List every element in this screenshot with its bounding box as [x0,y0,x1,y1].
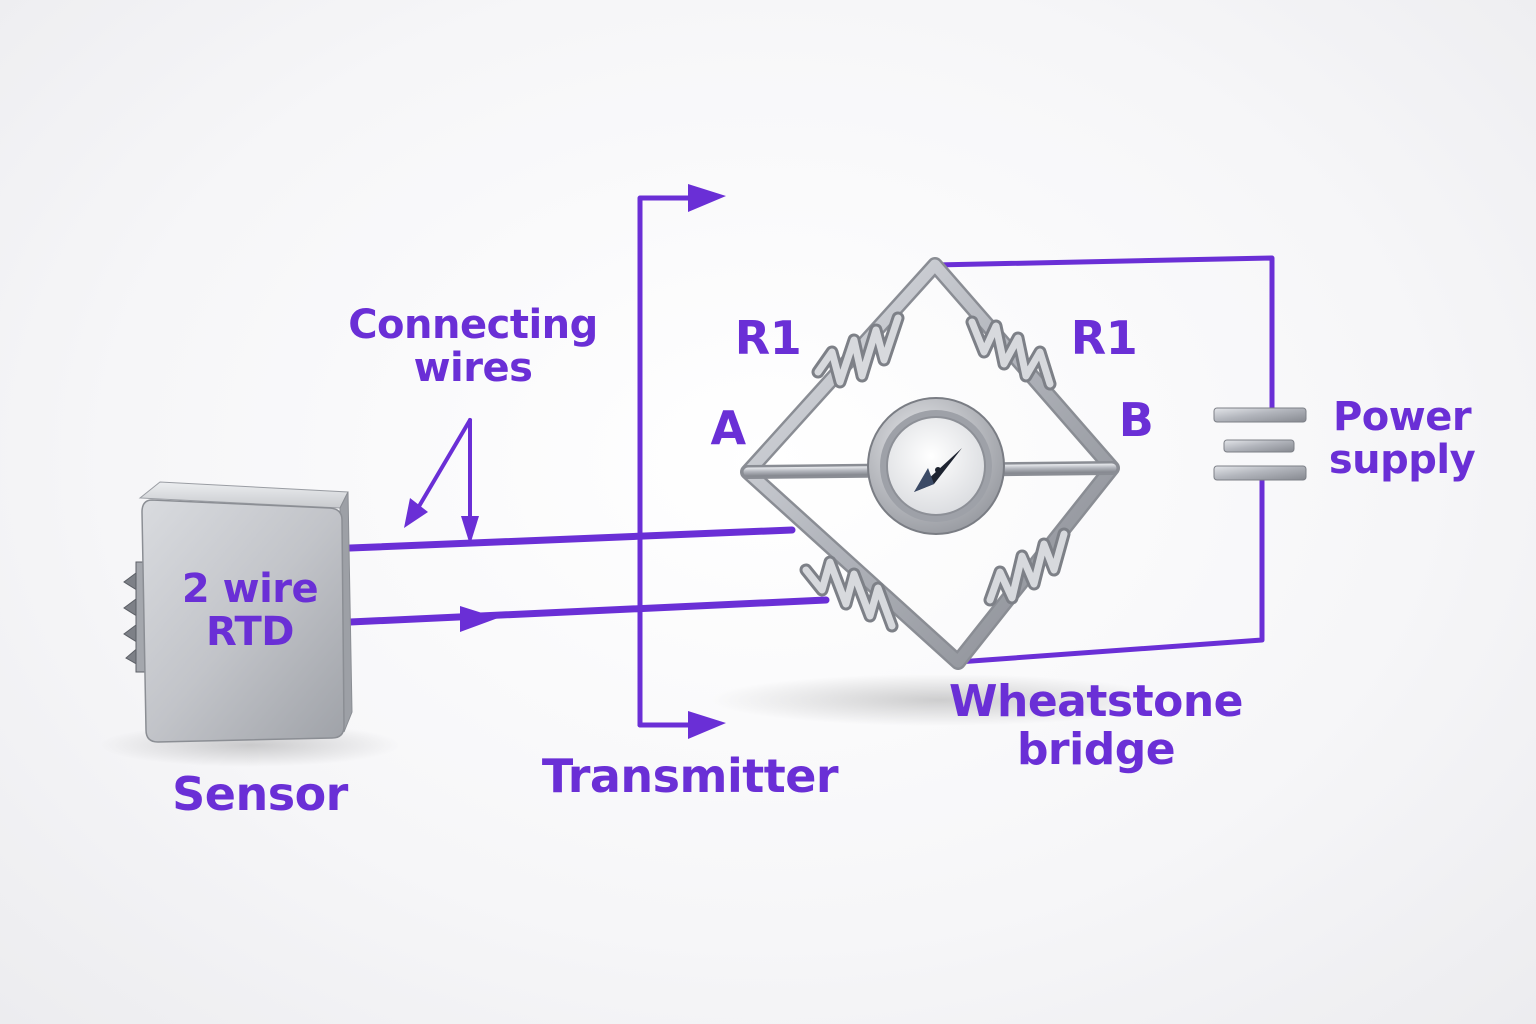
wire-arrow-icon [460,606,498,632]
callout-arrows [416,418,472,532]
node-b-label: B [1118,393,1154,447]
wheatstone-bridge-line-2: bridge [1016,723,1176,775]
wheatstone-bridge-label: Wheatstone bridge [936,678,1256,773]
sensor-box-line-1: 2 wire [181,566,319,612]
sensor-box-label: 2 wire RTD [160,566,340,656]
arrow-bottom-icon [688,711,726,739]
galvanometer-icon [867,397,1005,535]
resistor-top-right [965,315,1057,391]
transmitter-bus [637,195,693,728]
power-supply-line-2: supply [1328,437,1476,484]
callout-arrow-right-icon [461,516,479,545]
wheatstone-bridge-line-1: Wheatstone [948,676,1244,727]
connecting-wires [346,526,830,626]
connecting-wires-line-1: Connecting [348,302,598,348]
node-a-label: A [710,401,746,455]
sensor-fins-icon [123,561,147,673]
transmitter-label: Transmitter [541,749,839,803]
resistor-top-left [811,311,905,389]
bridge-shadow [710,674,1170,726]
battery-icon [1213,407,1307,481]
power-supply-label: Power supply [1314,394,1490,484]
resistor-bottom-left [799,555,899,633]
rtd-sensor-box [123,481,353,743]
sensor-box-line-2: RTD [206,609,295,656]
r1-right-label: R1 [1070,311,1138,365]
connecting-wires-line-2: wires [413,345,533,392]
power-supply-line-1: Power [1332,394,1472,440]
sensor-label: Sensor [172,767,348,821]
resistor-bottom-right [983,527,1071,607]
wheatstone-bridge [740,257,1120,670]
arrow-top-icon [688,184,726,212]
connecting-wires-label: Connecting wires [338,302,608,392]
power-loop [934,255,1275,665]
callout-arrow-left-icon [404,498,428,528]
r1-left-label: R1 [734,311,802,365]
